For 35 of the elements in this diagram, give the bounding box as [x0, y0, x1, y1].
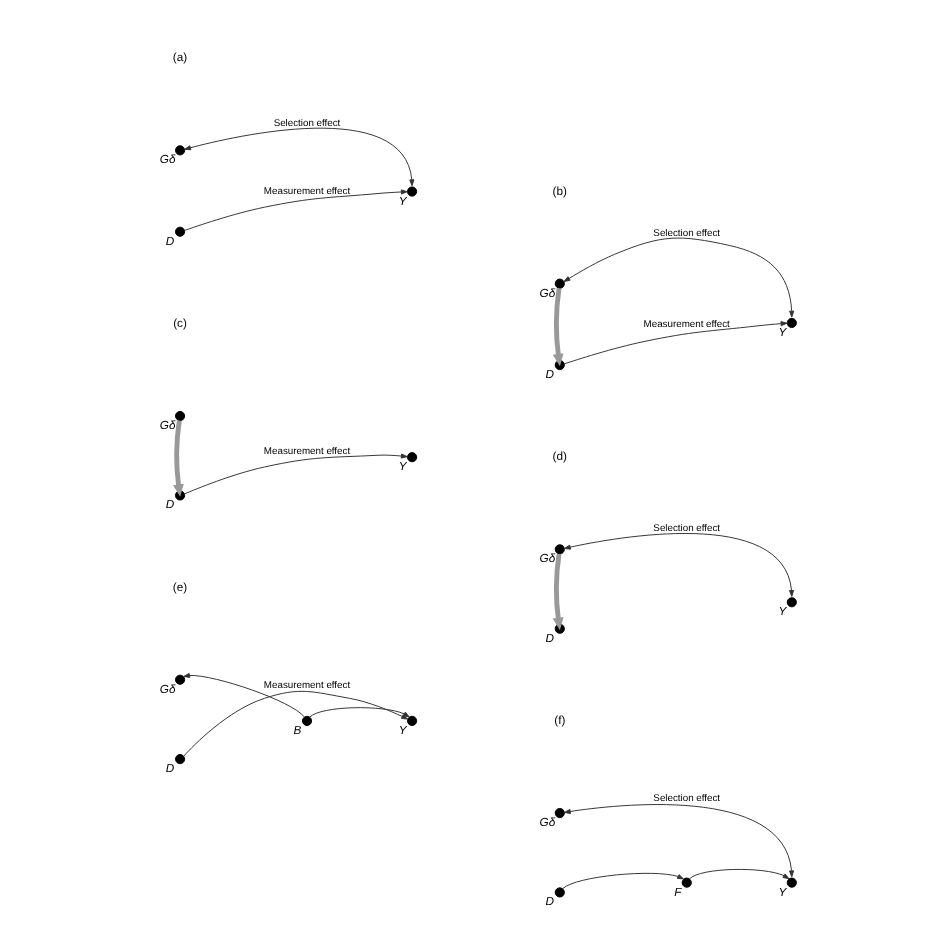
node-circle	[406, 715, 417, 726]
node-circle	[174, 410, 185, 422]
arrow	[562, 237, 794, 318]
node-circle	[174, 226, 185, 237]
arrow	[183, 189, 407, 231]
arrow	[551, 553, 563, 631]
arrow	[688, 868, 789, 880]
node-circle	[174, 754, 185, 765]
node-circle	[406, 452, 417, 463]
node-circle	[553, 544, 564, 555]
arrow	[182, 453, 407, 495]
arrow	[563, 321, 787, 365]
arrow	[171, 420, 183, 497]
node-circle	[553, 623, 564, 634]
node-circle	[300, 715, 312, 726]
arrow	[308, 707, 409, 718]
node-circle	[553, 807, 564, 819]
arrow	[551, 288, 563, 367]
node-circle	[785, 317, 796, 328]
arrow	[182, 690, 408, 757]
node-circle	[553, 278, 564, 289]
node-circle	[406, 186, 417, 197]
node-circle	[174, 145, 185, 156]
arrow	[562, 804, 794, 878]
arrow	[562, 533, 794, 597]
node-circle	[785, 597, 796, 608]
node-circle	[174, 674, 185, 685]
node-circle	[553, 887, 564, 898]
arrow	[561, 872, 683, 889]
node-circle	[174, 490, 185, 501]
node-circle	[785, 877, 796, 888]
arrow	[183, 127, 414, 187]
node-circle	[680, 877, 691, 888]
node-circle	[553, 359, 564, 371]
arrow	[182, 672, 304, 718]
